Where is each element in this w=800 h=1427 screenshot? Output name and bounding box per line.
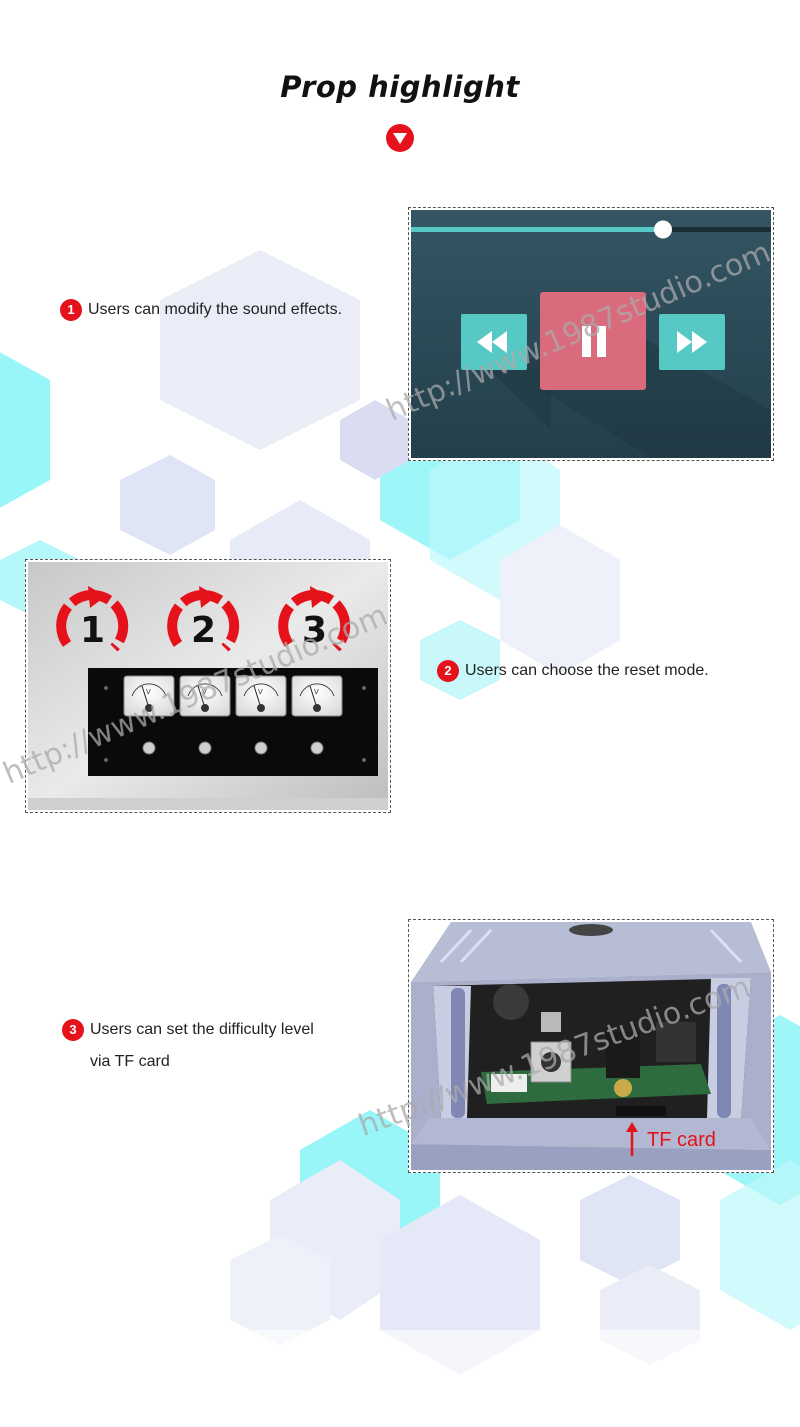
meter-knob[interactable]	[198, 741, 212, 755]
reset-mode-1-icon: 1	[56, 586, 129, 652]
circuit-board-illustration	[411, 922, 771, 1170]
feature-number: 2	[437, 660, 459, 682]
page-title: Prop highlight	[280, 70, 520, 104]
reset-mode-2-icon: 2	[167, 586, 240, 652]
feature-text-line-2: via TF card	[90, 1053, 170, 1071]
circuit-board-image: TF card	[408, 919, 774, 1173]
pause-button[interactable]	[540, 292, 646, 390]
tf-card-slot	[616, 1106, 666, 1116]
fast-forward-icon	[677, 331, 707, 353]
meter-knob[interactable]	[254, 741, 268, 755]
progress-knob[interactable]	[654, 220, 672, 239]
svg-text:V: V	[146, 688, 151, 696]
reset-mode-illustration: 1 2 3 V V V V	[28, 562, 388, 810]
reset-mode-number: 1	[80, 610, 105, 651]
feature-number: 1	[60, 299, 82, 321]
feature-1: 1 Users can modify the sound effects.	[60, 294, 342, 326]
pause-icon	[582, 326, 606, 357]
feature-number: 3	[62, 1019, 84, 1041]
down-arrow-icon	[386, 124, 414, 152]
enclosure-top	[411, 922, 771, 982]
reset-mode-number: 3	[302, 610, 327, 651]
reset-mode-icons: 1 2 3	[56, 586, 351, 652]
svg-text:V: V	[202, 688, 207, 696]
feature-text: Users can set the difficulty level	[90, 1021, 314, 1038]
panel-meter: V	[235, 675, 287, 755]
panel-meter: V	[179, 675, 231, 755]
enclosure-interior	[433, 978, 751, 1122]
feature-2: 2 Users can choose the reset mode.	[437, 655, 709, 687]
progress-fill	[411, 227, 663, 232]
reset-mode-image: 1 2 3 V V V V	[25, 559, 391, 813]
feature-text: Users can modify the sound effects.	[88, 301, 343, 318]
media-player-image	[408, 207, 774, 461]
panel-meter: V	[123, 675, 175, 755]
rewind-icon	[477, 331, 507, 353]
meter-knob[interactable]	[310, 741, 324, 755]
reset-mode-number: 2	[191, 610, 216, 651]
panel-meter: V	[291, 675, 343, 755]
feature-text: Users can choose the reset mode.	[465, 662, 709, 679]
svg-text:V: V	[314, 688, 319, 696]
svg-text:V: V	[258, 688, 263, 696]
tf-card-label: TF card	[647, 1129, 716, 1151]
reset-mode-3-icon: 3	[278, 586, 351, 652]
feature-3: 3 Users can set the difficulty level via …	[62, 1014, 314, 1078]
meter-knob[interactable]	[142, 741, 156, 755]
media-player-illustration	[411, 210, 771, 458]
